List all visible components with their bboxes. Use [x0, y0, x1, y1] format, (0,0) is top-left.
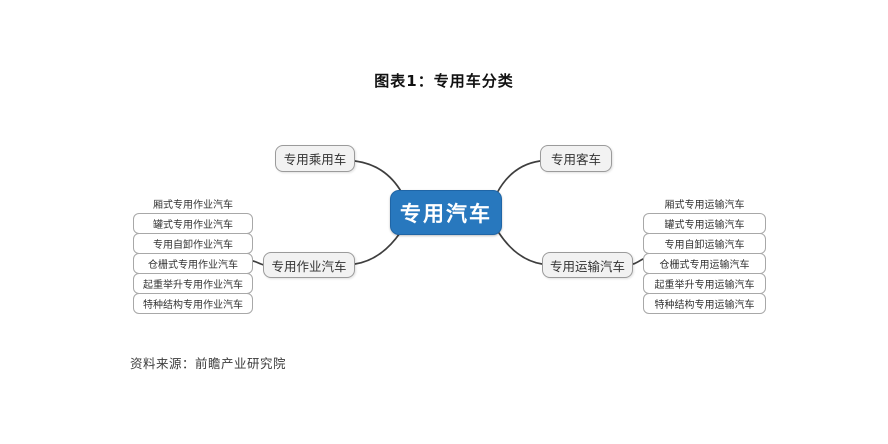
leaf-node: 罐式专用运输汽车	[643, 213, 766, 234]
branch-node-passenger-car: 专用乘用车	[275, 145, 355, 172]
leaf-node: 专用自卸作业汽车	[133, 233, 253, 254]
root-node: 专用汽车	[390, 190, 502, 235]
transport-children-stack: 厢式专用运输汽车 罐式专用运输汽车 专用自卸运输汽车 仓栅式专用运输汽车 起重举…	[643, 194, 766, 314]
leaf-node: 起重举升专用运输汽车	[643, 273, 766, 294]
leaf-node: 仓栅式专用作业汽车	[133, 253, 253, 274]
leaf-node: 罐式专用作业汽车	[133, 213, 253, 234]
leaf-node: 起重举升专用作业汽车	[133, 273, 253, 294]
work-children-stack: 厢式专用作业汽车 罐式专用作业汽车 专用自卸作业汽车 仓栅式专用作业汽车 起重举…	[133, 194, 253, 314]
leaf-node: 厢式专用运输汽车	[664, 200, 745, 211]
branch-node-work-vehicle: 专用作业汽车	[263, 252, 355, 278]
branch-node-transport-vehicle: 专用运输汽车	[542, 252, 633, 278]
connector-root-transport	[498, 232, 543, 265]
leaf-node: 专用自卸运输汽车	[643, 233, 766, 254]
leaf-node: 特种结构专用作业汽车	[133, 293, 253, 314]
connector-transport-children	[632, 258, 644, 265]
figure-title: 图表1：专用车分类	[374, 72, 514, 90]
connector-root-passenger	[354, 160, 403, 194]
leaf-node: 仓栅式专用运输汽车	[643, 253, 766, 274]
leaf-node: 特种结构专用运输汽车	[643, 293, 766, 314]
connector-root-work	[354, 232, 401, 265]
branch-node-bus: 专用客车	[540, 145, 612, 172]
leaf-node: 厢式专用作业汽车	[153, 200, 233, 211]
connector-root-bus	[496, 160, 541, 194]
data-source-note: 资料来源：前瞻产业研究院	[130, 356, 287, 371]
